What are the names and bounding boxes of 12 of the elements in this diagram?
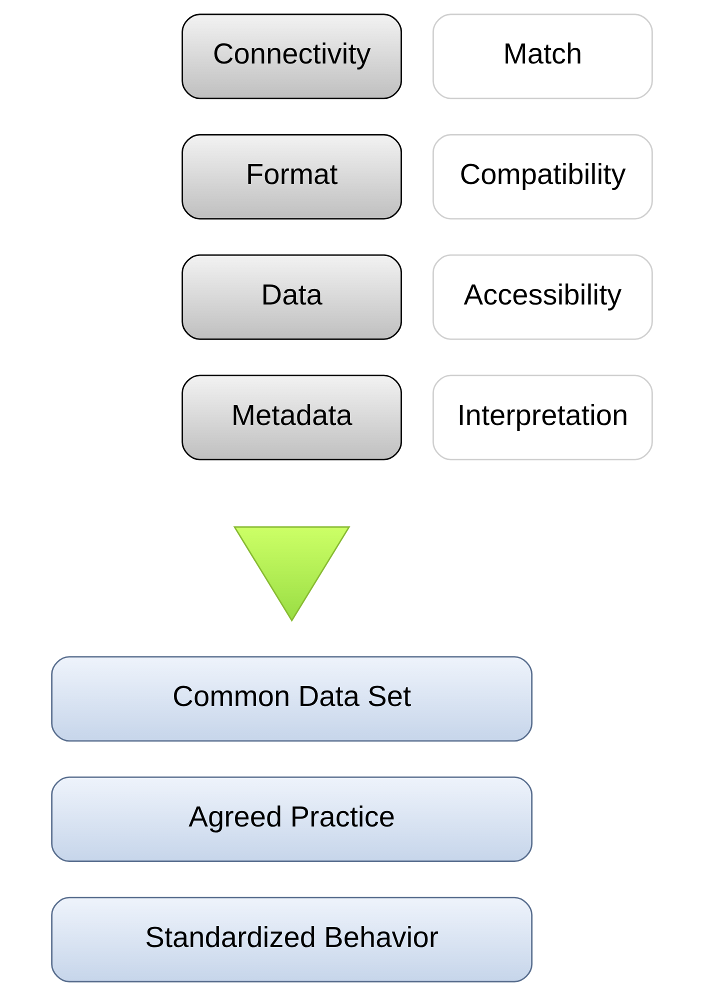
node-box: Standardized Behavior [50,896,532,982]
node-triangle [232,526,350,622]
node-box: Agreed Practice [50,776,532,862]
node-box: Metadata [181,374,402,460]
node-box: Interpretation [432,374,652,460]
node-box: Data [181,254,402,340]
node-box: Connectivity [181,14,402,100]
node-box: Compatibility [432,134,652,220]
node-box: Match [432,14,652,100]
node-box: Format [181,134,402,220]
node-box: Accessibility [432,254,652,340]
node-box: Common Data Set [50,656,532,742]
